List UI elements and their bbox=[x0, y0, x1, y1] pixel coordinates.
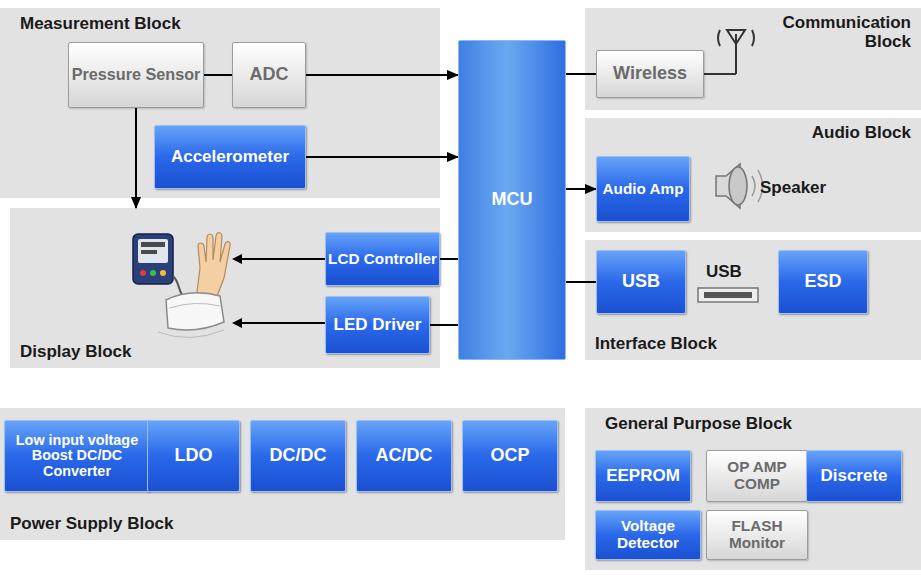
block-panel: Audio BlockAudio Amp bbox=[585, 118, 921, 232]
box-label: ESD bbox=[804, 272, 841, 291]
connector-line bbox=[135, 108, 137, 208]
box-label: USB bbox=[622, 272, 660, 291]
panel-ground bbox=[585, 8, 921, 110]
speaker-icon bbox=[716, 164, 763, 208]
antenna-symbol bbox=[704, 30, 754, 74]
connector-line bbox=[566, 281, 596, 283]
box-label: Audio Amp bbox=[602, 181, 683, 198]
connector-line bbox=[204, 74, 232, 76]
usb-connector-icon bbox=[698, 288, 758, 302]
block-panel: Display Block LCD ControllerLED Driver bbox=[10, 208, 440, 368]
component-box: Voltage Detector bbox=[595, 510, 701, 560]
box-label: OP AMP COMP bbox=[707, 459, 807, 492]
component-box: EEPROM bbox=[595, 450, 691, 502]
panel-ground bbox=[0, 408, 565, 540]
connector-line bbox=[566, 188, 596, 190]
component-box: Wireless bbox=[596, 50, 704, 98]
panel-ground bbox=[585, 118, 921, 232]
component-box: Pressure Sensor bbox=[68, 42, 204, 108]
component-box: Low input voltage Boost DC/DC Converter bbox=[4, 420, 150, 492]
block-title: Audio Block bbox=[751, 124, 911, 143]
box-label: LCD Controller bbox=[328, 251, 437, 268]
block-title: Interface Block bbox=[595, 335, 717, 354]
component-box: DC/DC bbox=[250, 420, 346, 492]
connector-line bbox=[306, 156, 458, 158]
box-label: Wireless bbox=[613, 64, 687, 83]
component-box: OP AMP COMP bbox=[706, 450, 808, 502]
box-label: AC/DC bbox=[376, 446, 433, 465]
block-panel: General Purpose BlockEEPROM OP AMP COMP Di… bbox=[585, 408, 921, 570]
component-box: USB bbox=[596, 250, 686, 314]
box-label: EEPROM bbox=[606, 467, 680, 485]
box-label: OCP bbox=[490, 446, 529, 465]
panel-ground bbox=[0, 8, 440, 198]
box-label: Pressure Sensor bbox=[72, 66, 201, 83]
component-box: FLASH Monitor bbox=[706, 510, 808, 560]
box-label: DC/DC bbox=[270, 446, 327, 465]
panel-grounds bbox=[0, 8, 921, 570]
box-label: FLASH Monitor bbox=[707, 518, 807, 551]
component-box: AC/DC bbox=[356, 420, 452, 492]
block-title: Measurement Block bbox=[20, 15, 181, 34]
box-label: Discrete bbox=[820, 467, 887, 485]
component-box: Accelerometer bbox=[154, 125, 306, 189]
box-label: MCU bbox=[492, 190, 533, 209]
component-box: Audio Amp bbox=[596, 156, 690, 222]
box-label: Voltage Detector bbox=[596, 518, 700, 551]
connector-line bbox=[566, 73, 596, 75]
block-title: Communication Block bbox=[751, 14, 911, 51]
display-arrows bbox=[232, 254, 325, 328]
connector-line bbox=[430, 324, 458, 326]
block-panel: Communication BlockWireless bbox=[585, 8, 921, 110]
box-label: Accelerometer bbox=[171, 148, 289, 166]
panel-ground bbox=[585, 240, 921, 360]
block-panel: Measurement BlockPressure Sensor ADC Accel… bbox=[0, 8, 440, 198]
block-panel: Interface Block USB ESD bbox=[585, 240, 921, 360]
box-label: ADC bbox=[250, 65, 289, 84]
icon-label: Speaker bbox=[760, 178, 826, 198]
block-title: General Purpose Block bbox=[605, 415, 792, 434]
connector-line bbox=[440, 258, 458, 260]
component-box: LED Driver bbox=[325, 296, 430, 354]
component-box: LDO bbox=[147, 420, 240, 492]
monitor-illustration bbox=[133, 233, 230, 338]
box-label: Low input voltage Boost DC/DC Converter bbox=[5, 433, 149, 480]
component-box: OCP bbox=[462, 420, 558, 492]
mcu-box: MCU bbox=[458, 40, 566, 360]
component-box: LCD Controller bbox=[325, 232, 440, 286]
box-label: LDO bbox=[175, 446, 213, 465]
block-panel: Power Supply Block Low input voltage Boos… bbox=[0, 408, 565, 540]
component-box: ADC bbox=[232, 42, 306, 108]
icon-label: USB bbox=[706, 262, 742, 282]
panel-ground bbox=[10, 208, 440, 368]
component-box: Discrete bbox=[806, 450, 902, 502]
block-title: Power Supply Block bbox=[10, 515, 173, 534]
panel-ground bbox=[585, 408, 921, 570]
block-title: Display Block bbox=[20, 343, 132, 362]
connector-line bbox=[306, 74, 458, 76]
component-box: ESD bbox=[778, 250, 868, 314]
box-label: LED Driver bbox=[334, 316, 422, 334]
